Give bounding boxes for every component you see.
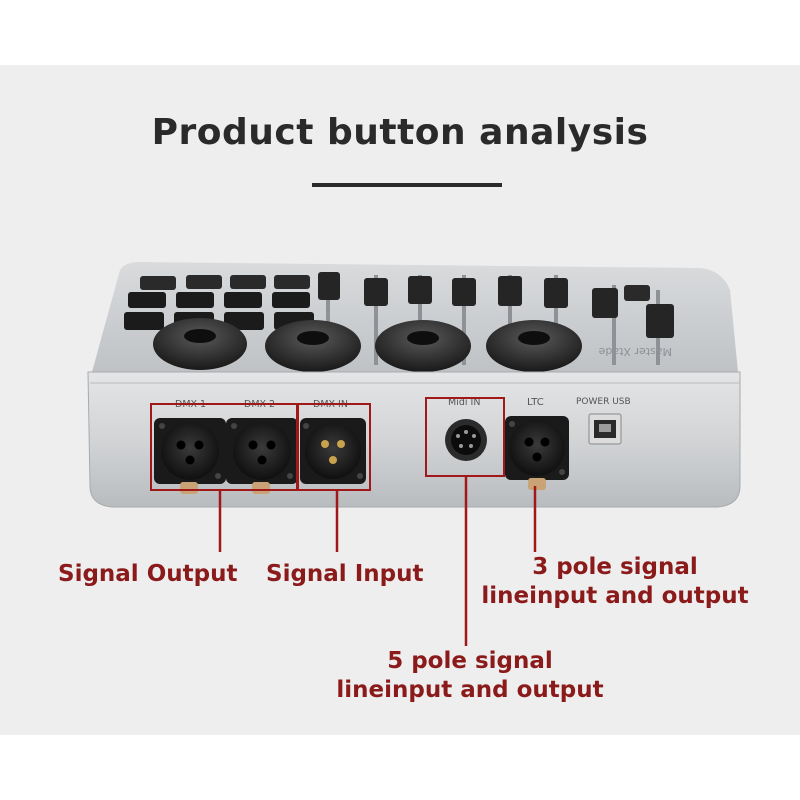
signal-input-highlight [297, 403, 371, 491]
power-usb-port [588, 413, 622, 445]
knob [153, 318, 247, 370]
dmx2-connector [226, 418, 298, 494]
title-underline [312, 183, 502, 187]
knob [486, 320, 582, 372]
fader-cap [452, 278, 476, 306]
three-pole-callout: 3 pole signal lineinput and output [470, 553, 760, 611]
signal-output-callout: Signal Output [58, 561, 238, 587]
fader-cap [646, 304, 674, 338]
knob [265, 320, 361, 372]
page-title: Product button analysis [151, 112, 649, 153]
pad-button [230, 275, 266, 289]
fader-cap [318, 272, 340, 300]
three-pole-line1: 3 pole signal [532, 554, 698, 580]
signal-input-callout: Signal Input [266, 561, 424, 587]
knob-row [153, 318, 582, 372]
dmx1-connector [154, 418, 226, 494]
ltc-connector [505, 416, 569, 490]
pad-button [272, 292, 310, 308]
pad-button [224, 312, 264, 330]
five-pole-line1: 5 pole signal [387, 648, 553, 674]
port-label-ltc: LTC [527, 397, 544, 408]
pad-button [176, 292, 214, 308]
five-pole-callout: 5 pole signal lineinput and output [320, 647, 620, 705]
pad-button [124, 312, 164, 330]
pad-button [186, 275, 222, 289]
brand-print: Master Xtade [598, 345, 672, 358]
fader-cap [498, 276, 522, 306]
port-label-power-usb: POWER USB [576, 397, 631, 407]
pad-button [274, 275, 310, 289]
port-label-midi-in: Midi IN [448, 397, 480, 408]
pad-button [128, 292, 166, 308]
pad-button [224, 292, 262, 308]
pad-button [140, 276, 176, 290]
fader-bank [318, 272, 674, 365]
knob [375, 320, 471, 372]
fader-cap [592, 288, 618, 318]
dmx-in-connector [300, 418, 366, 484]
fader-cap [624, 285, 650, 301]
fader-cap [544, 278, 568, 308]
three-pole-line2: lineinput and output [481, 583, 749, 609]
fader-cap [364, 278, 388, 306]
midi-in-connector [445, 419, 487, 461]
five-pole-line2: lineinput and output [336, 677, 604, 703]
fader-cap [408, 276, 432, 304]
